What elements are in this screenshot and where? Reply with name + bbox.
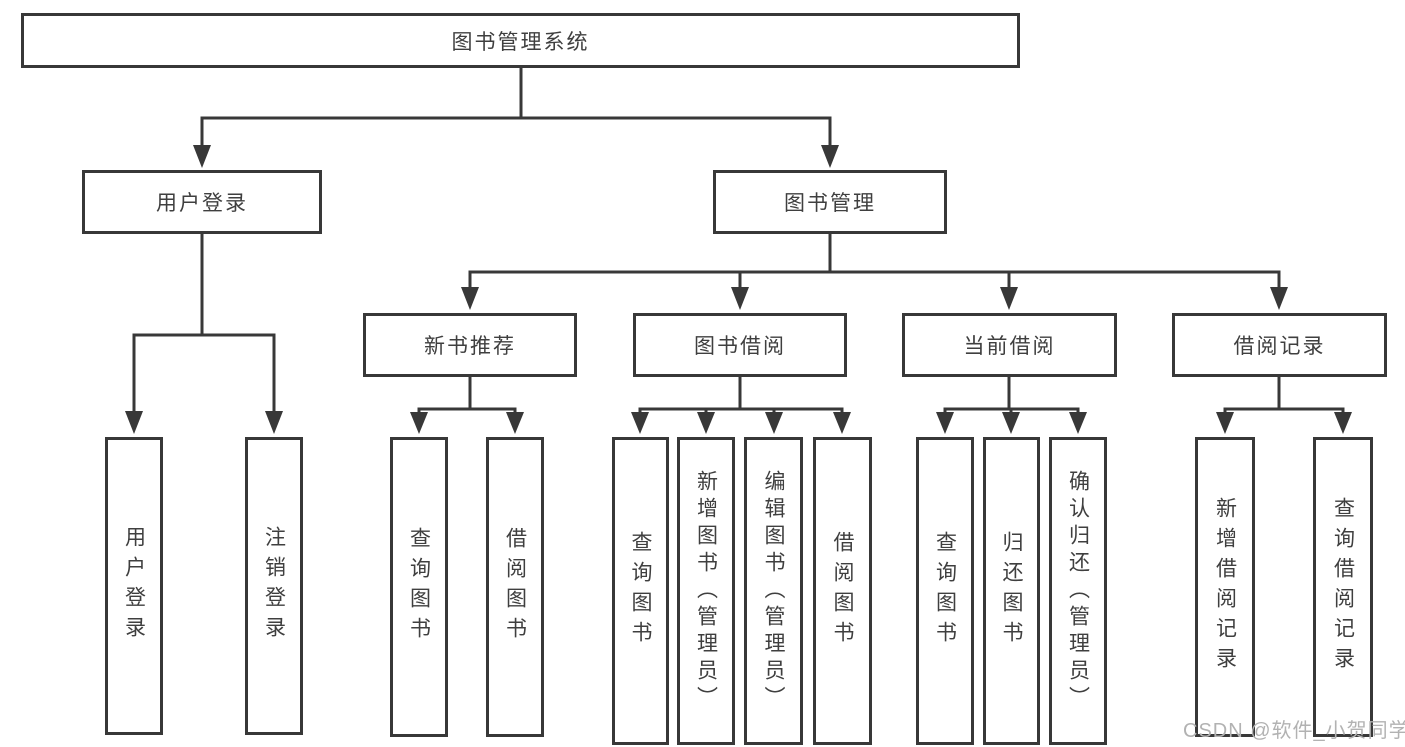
leaf-bb-add-books-admin: 新增图书（管理员） [677, 437, 735, 745]
leaf-nbr-borrow-books: 借阅图书 [486, 437, 544, 737]
connector-user-login [125, 232, 283, 434]
node-current-borrow: 当前借阅 [902, 313, 1117, 377]
connector-current-borrow [936, 375, 1087, 434]
connector-root [193, 66, 839, 168]
leaf-br-add-record: 新增借阅记录 [1195, 437, 1255, 737]
leaf-logout: 注销登录 [245, 437, 303, 735]
node-book-borrow: 图书借阅 [633, 313, 847, 377]
node-book-mgmt: 图书管理 [713, 170, 947, 234]
connector-book-mgmt [461, 232, 1288, 310]
leaf-nbr-query-books: 查询图书 [390, 437, 448, 737]
watermark: CSDN @软件_小贺同学 [1183, 720, 1405, 742]
connector-book-borrow [631, 375, 851, 434]
leaf-bb-query-books: 查询图书 [612, 437, 669, 745]
leaf-cb-confirm-return-admin: 确认归还（管理员） [1049, 437, 1107, 745]
leaf-br-query-record: 查询借阅记录 [1313, 437, 1373, 737]
node-new-book-rec: 新书推荐 [363, 313, 577, 377]
leaf-bb-borrow-books: 借阅图书 [813, 437, 872, 745]
leaf-bb-edit-books-admin: 编辑图书（管理员） [744, 437, 803, 745]
node-borrow-records: 借阅记录 [1172, 313, 1387, 377]
leaf-cb-query-books: 查询图书 [916, 437, 974, 745]
node-root: 图书管理系统 [21, 13, 1020, 68]
connector-borrow-records [1216, 375, 1352, 434]
leaf-cb-return-books: 归还图书 [983, 437, 1040, 745]
node-user-login: 用户登录 [82, 170, 322, 234]
connector-new-book-rec [410, 375, 524, 434]
leaf-user-login: 用户登录 [105, 437, 163, 735]
